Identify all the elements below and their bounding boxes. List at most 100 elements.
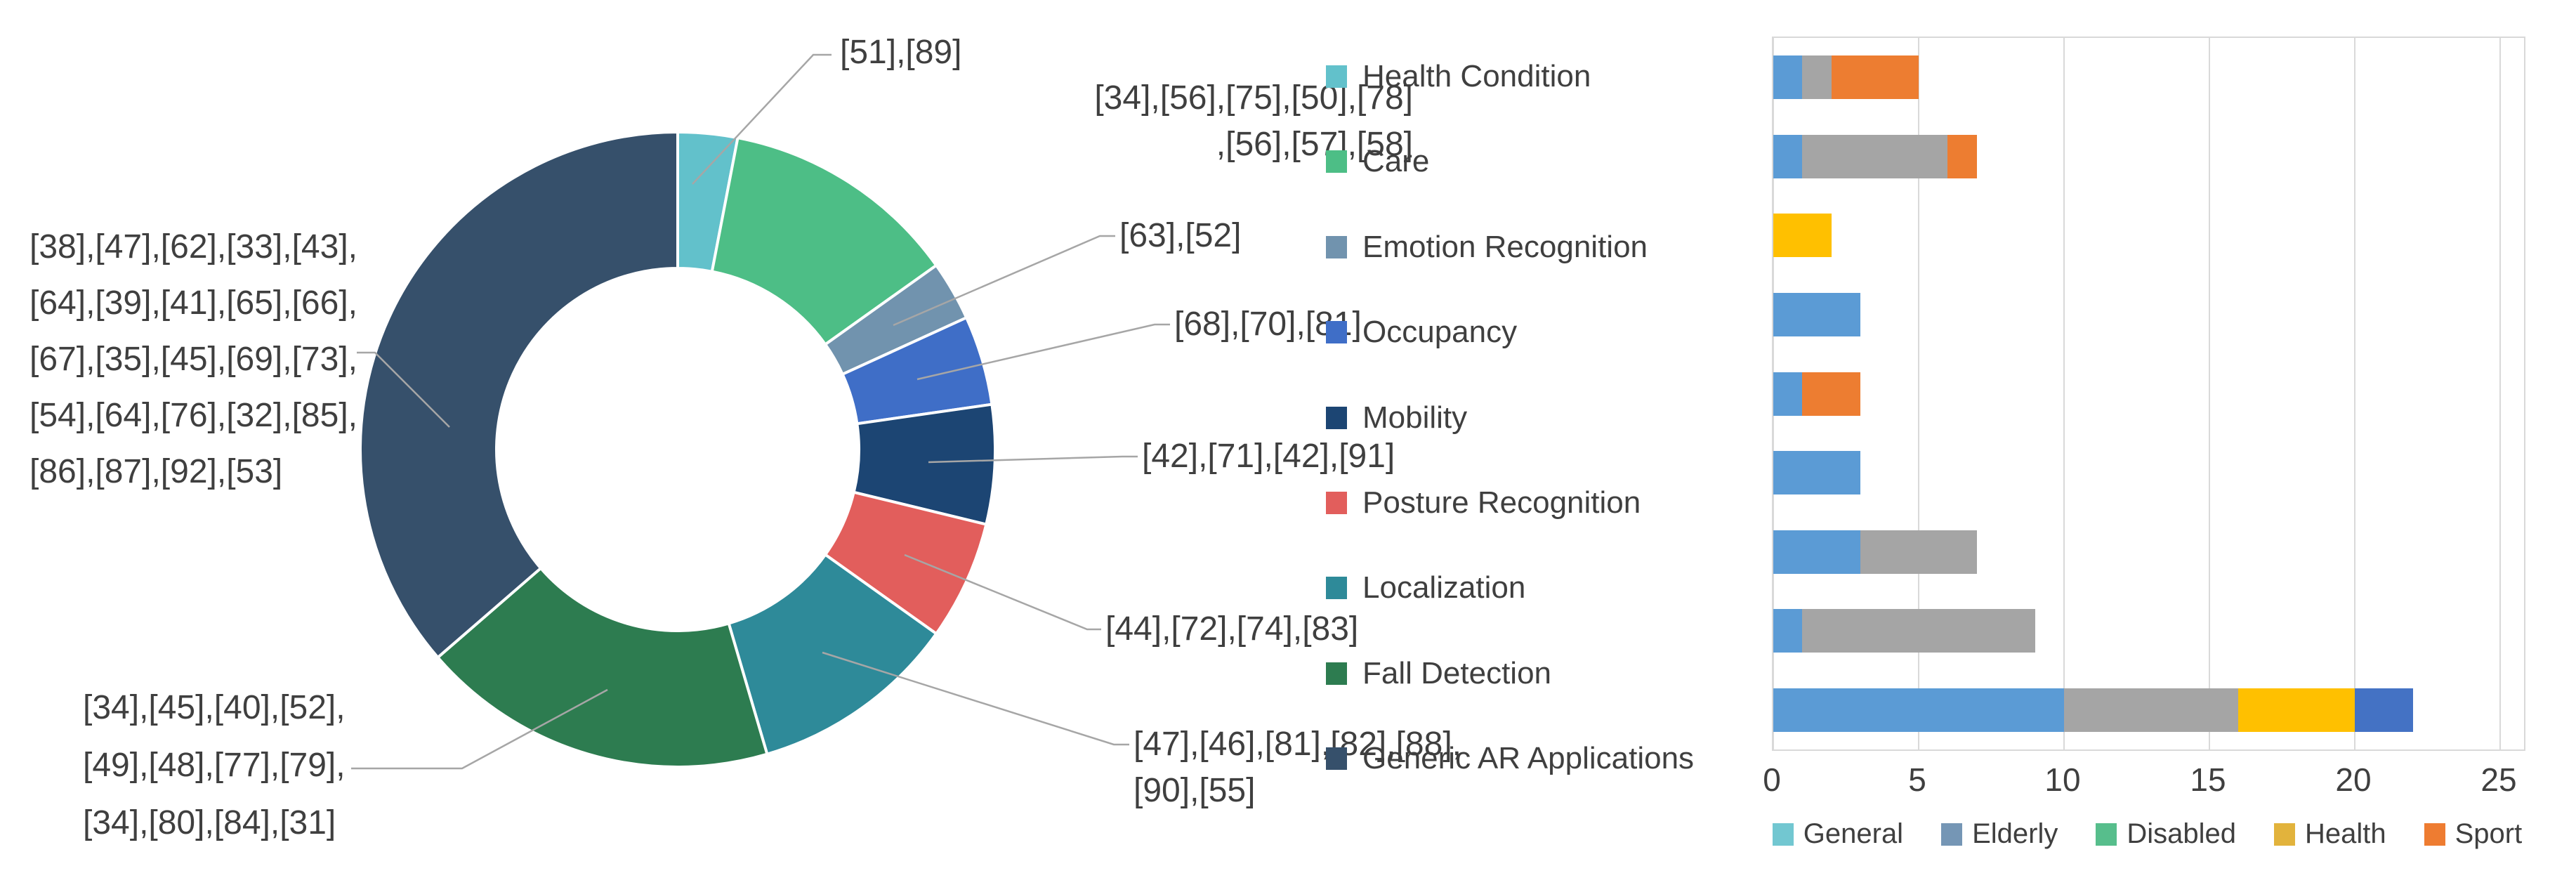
leader-line-mobility bbox=[928, 455, 1138, 464]
legend-label: Mobility bbox=[1362, 400, 1468, 435]
bar-occupancy bbox=[1773, 292, 1861, 336]
bar-care bbox=[1773, 134, 1977, 178]
bar-segment-generic-ar-applications-elderly bbox=[2064, 688, 2239, 732]
legend-label: Health Condition bbox=[1362, 59, 1591, 93]
legend-label: Occupancy bbox=[1362, 315, 1518, 350]
bar-legend-label: Elderly bbox=[1972, 818, 2058, 849]
legend-label: Emotion Recognition bbox=[1362, 229, 1648, 264]
x-tick-5: 5 bbox=[1908, 761, 1926, 798]
gridline-x-15 bbox=[2209, 38, 2210, 749]
bar-legend-swatch-health bbox=[2274, 823, 2295, 846]
bar-segment-occupancy-general bbox=[1773, 292, 1861, 336]
bar-segment-care-general bbox=[1773, 134, 1803, 178]
bar-segment-localization-elderly bbox=[1860, 530, 1977, 574]
citation-label-health-condition: [51],[89] bbox=[840, 34, 962, 71]
donut-slice-care bbox=[710, 136, 938, 347]
bar-segment-generic-ar-applications-health bbox=[2238, 688, 2355, 732]
bar-segment-generic-ar-applications-sport bbox=[2354, 688, 2413, 732]
citation-label-mobility: [42],[71],[42],[91] bbox=[1142, 438, 1395, 475]
bar-segment-posture-recognition-general bbox=[1773, 451, 1861, 495]
legend-label: Care bbox=[1362, 144, 1430, 179]
leader-line-occupancy bbox=[916, 323, 1170, 381]
bar-generic-ar-applications bbox=[1773, 688, 2413, 732]
bar-chart-plot-area bbox=[1772, 37, 2525, 751]
citation-label-posture-recognition: [44],[72],[74],[83] bbox=[1105, 610, 1359, 648]
bar-segment-health-condition-general bbox=[1773, 55, 1803, 100]
x-tick-0: 0 bbox=[1763, 761, 1781, 798]
bar-segment-care-disabled bbox=[1947, 134, 1977, 178]
bar-legend-label: General bbox=[1803, 818, 1904, 849]
bar-mobility bbox=[1773, 372, 1861, 416]
legend-item-mobility: Mobility bbox=[1326, 400, 1467, 435]
citation-label-emotion-recognition: [63],[52] bbox=[1119, 217, 1242, 254]
bar-chart-legend: General Elderly Disabled Health Sport bbox=[1730, 818, 2565, 850]
legend-item-care: Care bbox=[1326, 144, 1429, 179]
legend-swatch-posture-recognition bbox=[1326, 492, 1347, 514]
bar-segment-health-condition-elderly bbox=[1802, 55, 1832, 100]
leader-line-posture-recognition bbox=[904, 553, 1101, 631]
bar-legend-item-sport: Sport bbox=[2424, 818, 2523, 850]
leader-line-fall-detection bbox=[351, 688, 608, 770]
bar-localization bbox=[1773, 530, 1977, 574]
citation-label-generic-ar-applications: [38],[47],[62],[33],[43], [64],[39],[41]… bbox=[29, 228, 357, 490]
citation-label-localization: [47],[46],[81],[82],[88], [90],[55] bbox=[1133, 726, 1461, 809]
bar-segment-health-condition-disabled bbox=[1831, 55, 1919, 100]
donut-slice-fall-detection bbox=[435, 566, 769, 768]
legend-label: Fall Detection bbox=[1362, 655, 1552, 690]
bar-segment-generic-ar-applications-general bbox=[1773, 688, 2064, 732]
bar-segment-fall-detection-elderly bbox=[1802, 609, 2035, 653]
legend-item-generic-ar-applications: Generic AR Applications bbox=[1326, 741, 1694, 776]
citation-label-fall-detection: [34],[45],[40],[52], [49],[48],[77],[79]… bbox=[83, 689, 346, 841]
legend-label: Localization bbox=[1362, 570, 1526, 605]
bar-legend-swatch-disabled bbox=[2096, 823, 2117, 846]
bar-legend-swatch-elderly bbox=[1941, 823, 1963, 846]
legend-swatch-generic-ar-applications bbox=[1326, 747, 1347, 771]
leader-line-health-condition bbox=[692, 53, 832, 185]
leader-line-generic-ar-applications bbox=[357, 351, 450, 428]
bar-legend-label: Health bbox=[2305, 818, 2386, 849]
legend-swatch-emotion-recognition bbox=[1326, 235, 1347, 258]
bar-segment-localization-general bbox=[1773, 530, 1861, 574]
gridline-x-5 bbox=[1918, 38, 1919, 749]
bar-legend-item-elderly: Elderly bbox=[1941, 818, 2058, 850]
bar-legend-label: Disabled bbox=[2127, 818, 2236, 849]
gridline-x-10 bbox=[2063, 38, 2065, 749]
gridline-x-25 bbox=[2499, 38, 2501, 749]
bar-health-condition bbox=[1773, 55, 1919, 100]
bar-legend-item-disabled: Disabled bbox=[2096, 818, 2236, 850]
x-tick-15: 15 bbox=[2190, 761, 2226, 798]
legend-item-localization: Localization bbox=[1326, 570, 1525, 605]
bar-legend-item-health: Health bbox=[2274, 818, 2386, 850]
legend-item-posture-recognition: Posture Recognition bbox=[1326, 485, 1641, 520]
bar-segment-emotion-recognition-health bbox=[1773, 214, 1832, 258]
donut-slice-localization bbox=[727, 552, 938, 756]
x-tick-20: 20 bbox=[2335, 761, 2372, 798]
legend-swatch-occupancy bbox=[1326, 321, 1347, 344]
leader-line-emotion-recognition bbox=[893, 235, 1115, 327]
legend-label: Generic AR Applications bbox=[1362, 741, 1695, 776]
legend-swatch-health-condition bbox=[1326, 65, 1347, 88]
gridline-x-20 bbox=[2354, 38, 2355, 749]
legend-label: Posture Recognition bbox=[1362, 485, 1641, 520]
bar-legend-label: Sport bbox=[2455, 818, 2523, 849]
donut-slice-generic-ar-applications bbox=[359, 130, 679, 660]
bar-posture-recognition bbox=[1773, 451, 1861, 495]
bar-legend-item-general: General bbox=[1772, 818, 1904, 850]
donut-chart bbox=[351, 53, 1170, 770]
legend-item-emotion-recognition: Emotion Recognition bbox=[1326, 230, 1648, 265]
leader-line-localization bbox=[822, 651, 1129, 746]
legend-swatch-care bbox=[1326, 150, 1347, 173]
bar-legend-swatch-general bbox=[1772, 823, 1794, 846]
bar-legend-swatch-sport bbox=[2424, 823, 2445, 846]
citation-label-care: [34],[56],[75],[50],[78] ,[56],[57],[58] bbox=[1094, 79, 1413, 163]
legend-item-occupancy: Occupancy bbox=[1326, 315, 1517, 350]
x-tick-25: 25 bbox=[2480, 761, 2517, 798]
bar-fall-detection bbox=[1773, 609, 2035, 653]
legend-item-fall-detection: Fall Detection bbox=[1326, 656, 1551, 691]
x-tick-10: 10 bbox=[2044, 761, 2081, 798]
bar-segment-mobility-general bbox=[1773, 372, 1803, 416]
legend-item-health-condition: Health Condition bbox=[1326, 59, 1591, 94]
legend-swatch-mobility bbox=[1326, 406, 1347, 429]
legend-swatch-localization bbox=[1326, 577, 1347, 600]
